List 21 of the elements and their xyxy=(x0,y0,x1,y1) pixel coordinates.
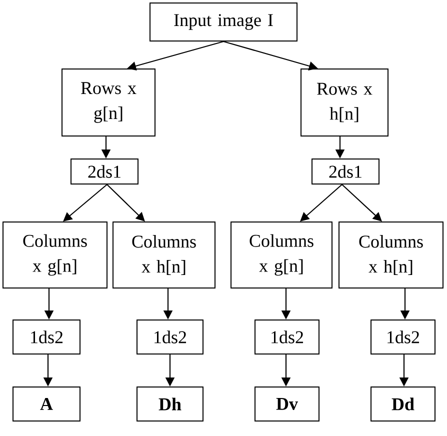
arrow xyxy=(63,184,108,222)
process-box: 1ds2 xyxy=(254,320,320,354)
process-box: Columns x g[n] xyxy=(2,222,108,288)
process-box: Rows x g[n] xyxy=(62,68,156,136)
process-box: Columns x h[n] xyxy=(338,222,444,288)
process-box: 2ds1 xyxy=(70,158,138,184)
process-box: Columns x g[n] xyxy=(230,222,332,288)
arrow xyxy=(300,184,342,222)
process-box: 1ds2 xyxy=(370,320,436,354)
process-box: Columns x h[n] xyxy=(112,222,216,288)
process-box: A xyxy=(12,386,80,422)
process-box: 2ds1 xyxy=(312,158,380,184)
process-box: Dh xyxy=(136,386,204,422)
process-box: Input image I xyxy=(150,2,298,42)
process-box: Dv xyxy=(254,386,320,422)
process-box: Rows x h[n] xyxy=(300,68,388,136)
process-box: 1ds2 xyxy=(136,320,204,354)
process-box: Dd xyxy=(370,386,436,422)
arrow xyxy=(106,184,145,222)
arrow xyxy=(342,184,382,222)
process-box: 1ds2 xyxy=(12,320,80,354)
